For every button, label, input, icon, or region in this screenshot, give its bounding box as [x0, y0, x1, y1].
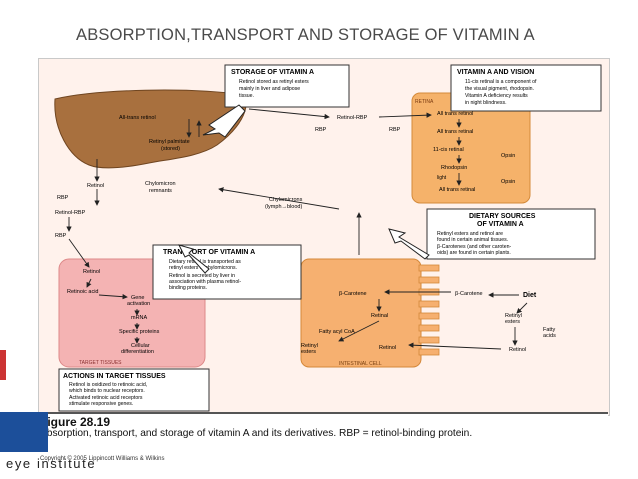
liver-rbp: RBP — [57, 195, 69, 201]
dietary-line-4: oids) are found in certain plants. — [437, 250, 511, 256]
liver-chylomicron: Chylomicron — [145, 181, 176, 187]
intestine-retinyl: Retinyl — [301, 343, 318, 349]
diet-retinyl: Retinyl — [505, 313, 522, 319]
transport-box — [152, 244, 302, 300]
liver-shape — [54, 89, 247, 169]
dietary-line-3: β-Carotenes (and other caroten- — [437, 244, 511, 250]
vision-title: VITAMIN A AND VISION — [457, 69, 534, 76]
vision-line-1: 11-cis retinal is a component of — [465, 79, 537, 85]
retina-label: RETINA — [415, 99, 434, 105]
target-cellular: Cellular — [131, 343, 150, 349]
diet-fatty: Fatty — [543, 327, 555, 333]
dietary-box — [426, 208, 596, 260]
actions-box — [58, 368, 210, 412]
intestine-retinol: Retinol — [379, 345, 396, 351]
caption-copyright: Copyright © 2005 Lippincott Williams & W… — [40, 456, 165, 462]
diet-label: Diet — [523, 292, 537, 299]
liver-stored: (stored) — [161, 146, 180, 152]
intestine-label: INTESTINAL CELL — [339, 361, 382, 367]
storage-box — [224, 64, 350, 108]
target-activation: activation — [127, 301, 150, 307]
actions-line-1: Retinol is oxidized to retinoic acid, — [69, 382, 147, 388]
blood-lymph: (lymph→blood) — [265, 204, 302, 210]
caption-text: Absorption, transport, and storage of vi… — [40, 428, 473, 439]
microvilli — [418, 264, 440, 356]
liver-retinol: Retinol — [87, 183, 104, 189]
transport-line-3: Retinol is secreted by liver in — [169, 273, 235, 279]
callout-arrows — [178, 104, 430, 274]
liver-all-trans-retinol: All-trans retinol — [119, 115, 156, 121]
diet-acids: acids — [543, 333, 556, 339]
target-differentiation: differentiation — [121, 349, 154, 355]
vision-line-4: in night blindness. — [465, 100, 507, 106]
retina-all-trans-retinal: All trans retinal — [437, 129, 473, 135]
retina-11-cis-retinal: 11-cis retinal — [433, 147, 464, 153]
diet-retinol: Retinol — [509, 347, 526, 353]
liver-retinyl-palmitate: Retinyl palmitate — [149, 139, 190, 145]
target-retinoic-acid: Retinoic acid — [67, 289, 99, 295]
institute-logo-text: eye institute — [6, 456, 97, 471]
dietary-title: DIETARY SOURCES — [469, 213, 536, 220]
blood-rbp-right: RBP — [389, 127, 401, 133]
actions-line-2: which binds to nuclear receptors. — [69, 388, 145, 394]
dietary-title-2: OF VITAMIN A — [477, 221, 524, 228]
caption-label: Figure 28.19 — [40, 415, 111, 429]
transport-line-4: association with plasma retinol- — [169, 279, 241, 285]
accent-strip — [0, 350, 6, 380]
retina-all-trans-retinol: All trans retinol — [437, 111, 473, 117]
retina-opsin-bottom: Opsin — [501, 179, 515, 185]
storage-line-3: tissue. — [239, 93, 254, 99]
intestinal-cell-panel — [300, 258, 422, 368]
blood-retinol-rbp-top: Retinol-RBP — [337, 115, 368, 121]
slide-title: ABSORPTION,TRANSPORT AND STORAGE OF VITA… — [76, 26, 535, 44]
dietary-line-1: Retinyl esters and retinol are — [437, 231, 503, 237]
pathway-arrows — [66, 108, 528, 350]
transport-title: TRANSPORT OF VITAMIN A — [163, 249, 255, 256]
transport-line-5: binding proteins. — [169, 285, 207, 291]
retina-opsin-top: Opsin — [501, 153, 515, 159]
diet-esters: esters — [505, 319, 520, 325]
intestine-fatty-acyl-coa: Fatty acyl CoA — [319, 329, 355, 335]
storage-line-2: mainly in liver and adipose — [239, 86, 300, 92]
retina-rhodopsin: Rhodopsin — [441, 165, 467, 171]
actions-line-4: stimulate responsive genes. — [69, 401, 133, 407]
blood-rbp-top: RBP — [315, 127, 327, 133]
figure-caption: Figure 28.19 Absorption, transport, and … — [38, 412, 608, 478]
target-gene: Gene — [131, 295, 144, 301]
target-mrna: mRNA — [131, 315, 148, 321]
figure-diagram: STORAGE OF VITAMIN A Retinol stored as r… — [54, 64, 602, 412]
retina-all-trans-retinal-bottom: All trans retinal — [439, 187, 475, 193]
storage-line-1: Retinol stored as retinyl esters — [239, 79, 309, 85]
liver-remnants: remnants — [149, 188, 172, 194]
intestine-retinal: Retinal — [371, 313, 388, 319]
vision-line-3: Vitamin A deficiency results — [465, 93, 528, 99]
target-retinol: Retinol — [83, 269, 100, 275]
blood-rbp-left2: RBP — [55, 233, 67, 239]
retina-light: light — [437, 175, 447, 181]
intestine-b-carotene-lumen: β-Carotene — [455, 291, 483, 297]
actions-title: ACTIONS IN TARGET TISSUES — [63, 373, 166, 380]
vitamin-a-figure: STORAGE OF VITAMIN A Retinol stored as r… — [38, 58, 610, 416]
target-specific-proteins: Specific proteins — [119, 329, 160, 335]
intestine-b-carotene-cell: β-Carotene — [339, 291, 367, 297]
actions-line-3: Activated retinoic acid receptors — [69, 395, 143, 401]
intestine-esters: esters — [301, 349, 316, 355]
vision-box — [450, 64, 602, 112]
dietary-line-2: found in certain animal tissues. — [437, 237, 508, 243]
caption-divider — [38, 412, 608, 414]
liver-retinol-rbp: Retinol-RBP — [55, 210, 86, 216]
institute-logo-block — [0, 412, 48, 452]
storage-title: STORAGE OF VITAMIN A — [231, 69, 314, 76]
vision-line-2: the visual pigment, rhodopsin. — [465, 86, 534, 92]
transport-line-1: Dietary retinol is transported as — [169, 259, 241, 265]
target-label: TARGET TISSUES — [79, 360, 122, 366]
